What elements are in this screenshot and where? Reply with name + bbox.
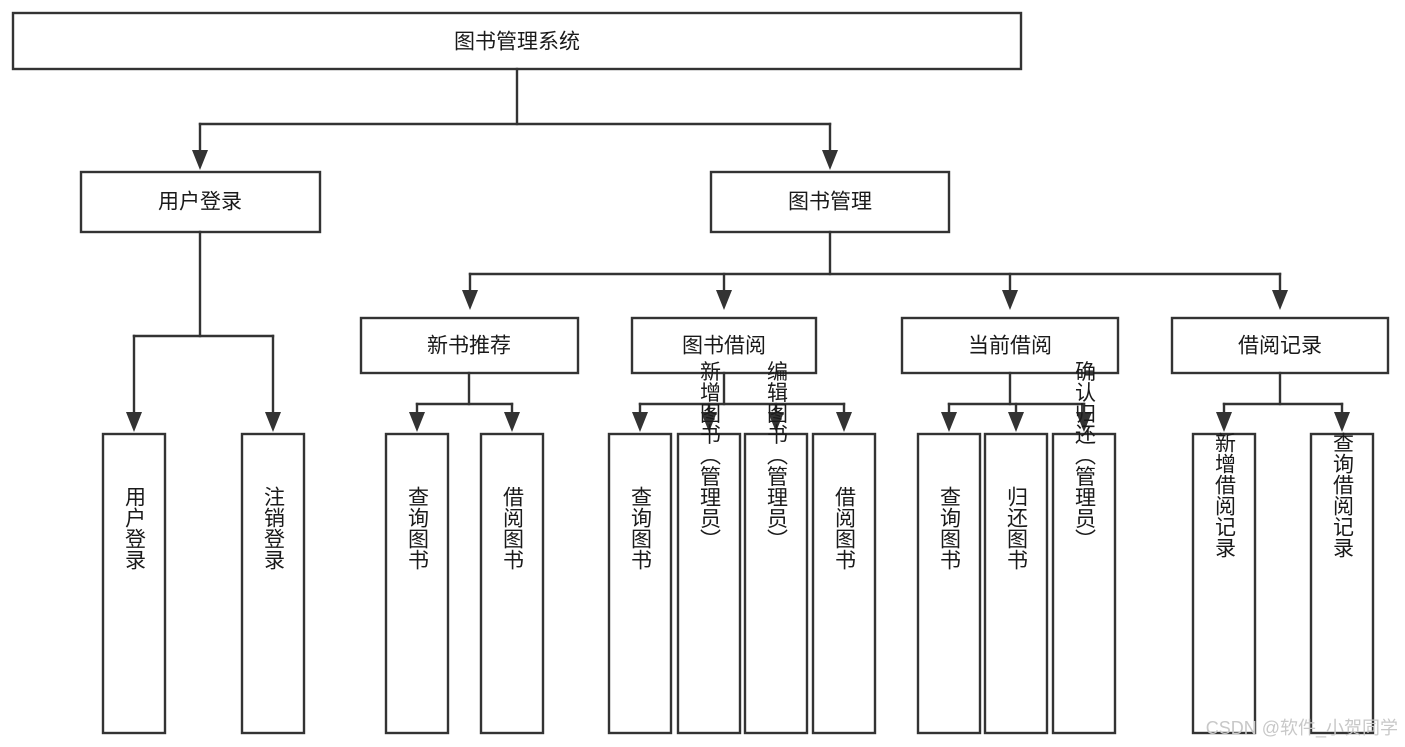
arrow-to-leaf-borrow-book-1 [504,412,520,432]
connector-borrow-record-to-leaves [1216,371,1350,432]
leaf-query-book-1-label: 查询图书 [406,486,430,570]
arrow-to-leaf-return-book [1008,412,1024,432]
leaf-query-book-1[interactable]: 查询图书 [384,432,450,735]
arrow-to-leaf-query-borrow-record [1334,412,1350,432]
node-new-book-recommend-label: 新书推荐 [427,335,511,358]
node-current-borrow-box[interactable] [900,316,1120,375]
leaf-borrow-book-2-label: 借阅图书 [833,486,857,570]
arrow-to-leaf-add-borrow-record [1216,412,1232,432]
leaf-query-book-3-label: 查询图书 [938,486,962,570]
node-borrow-record-box[interactable] [1170,316,1390,375]
node-borrow-record-label: 借阅记录 [1238,335,1322,358]
leaf-add-book[interactable]: 新增图书（管理员） [676,361,742,735]
connector-book-management-to-level3 [462,230,1288,310]
leaf-user-login-box[interactable] [101,432,167,735]
connector-current-borrow-to-leaves [941,371,1092,432]
leaf-user-login[interactable]: 用户登录 [101,432,167,735]
leaf-confirm-return-label: 确认归还（管理员） [1073,361,1097,550]
leaf-add-book-box[interactable] [676,432,742,735]
arrow-to-leaf-query-book-1 [409,412,425,432]
connector-new-book-recommend-to-leaves [409,371,520,432]
arrow-to-leaf-logout-login [265,412,281,432]
node-new-book-recommend[interactable]: 新书推荐 [359,316,580,375]
csdn-watermark: CSDN @软件_小贺同学 [1206,718,1398,739]
leaf-edit-book[interactable]: 编辑图书（管理员） [743,361,809,735]
leaf-query-book-1-box[interactable] [384,432,450,735]
node-borrow-record[interactable]: 借阅记录 [1170,316,1390,375]
leaf-logout-login[interactable]: 注销登录 [240,432,306,735]
node-current-borrow-label: 当前借阅 [968,335,1052,358]
arrow-to-current-borrow [1002,290,1018,310]
leaf-borrow-book-2-box[interactable] [811,432,877,735]
leaf-confirm-return-box[interactable] [1051,432,1117,735]
node-user-login[interactable]: 用户登录 [79,170,322,234]
leaf-return-book-box[interactable] [983,432,1049,735]
arrow-to-user-login [192,150,208,170]
arrow-to-book-borrow [716,290,732,310]
leaf-logout-login-box[interactable] [240,432,306,735]
leaf-borrow-book-1[interactable]: 借阅图书 [479,432,545,735]
arrow-to-leaf-query-book-2 [632,412,648,432]
leaf-add-borrow-record[interactable]: 新增借阅记录 [1191,432,1257,735]
leaf-add-borrow-record-label: 新增借阅记录 [1213,432,1237,558]
node-book-management-label: 图书管理 [788,191,872,214]
arrow-to-leaf-query-book-3 [941,412,957,432]
node-book-borrow-label: 图书借阅 [682,335,766,358]
arrow-to-leaf-user-login [126,412,142,432]
leaf-return-book[interactable]: 归还图书 [983,432,1049,735]
leaf-query-book-3[interactable]: 查询图书 [916,432,982,735]
connector-root-to-level2 [192,67,838,170]
node-book-borrow[interactable]: 图书借阅 [630,316,818,375]
leaf-query-book-2-label: 查询图书 [629,486,653,570]
leaf-borrow-book-1-label: 借阅图书 [501,486,525,570]
node-user-login-label: 用户登录 [158,191,242,214]
leaf-query-book-2[interactable]: 查询图书 [607,432,673,735]
arrow-to-borrow-record [1272,290,1288,310]
connector-user-login-to-leaves [126,230,281,432]
leaf-query-borrow-record[interactable]: 查询借阅记录 [1309,432,1375,735]
node-root-box[interactable] [11,11,1023,71]
arrow-to-new-book-recommend [462,290,478,310]
leaf-query-book-3-box[interactable] [916,432,982,735]
leaf-query-borrow-record-label: 查询借阅记录 [1331,432,1355,558]
leaf-borrow-book-2[interactable]: 借阅图书 [811,432,877,735]
node-user-login-box[interactable] [79,170,322,234]
node-current-borrow[interactable]: 当前借阅 [900,316,1120,375]
connector-book-borrow-to-leaves [632,371,852,432]
node-book-management[interactable]: 图书管理 [709,170,951,234]
leaf-query-book-2-box[interactable] [607,432,673,735]
leaf-query-borrow-record-box[interactable] [1309,432,1375,735]
node-root[interactable]: 图书管理系统 [11,11,1023,71]
leaf-edit-book-box[interactable] [743,432,809,735]
leaf-logout-login-label: 注销登录 [262,486,286,570]
node-root-label: 图书管理系统 [454,31,580,54]
arrow-to-leaf-borrow-book-2 [836,412,852,432]
leaf-add-book-label: 新增图书（管理员） [698,361,722,550]
leaf-confirm-return[interactable]: 确认归还（管理员） [1051,361,1117,735]
leaf-add-borrow-record-box[interactable] [1191,432,1257,735]
arrow-to-book-management [822,150,838,170]
leaf-user-login-label: 用户登录 [123,486,147,570]
node-new-book-recommend-box[interactable] [359,316,580,375]
leaf-return-book-label: 归还图书 [1005,486,1029,570]
leaf-edit-book-label: 编辑图书（管理员） [765,361,789,550]
leaf-borrow-book-1-box[interactable] [479,432,545,735]
